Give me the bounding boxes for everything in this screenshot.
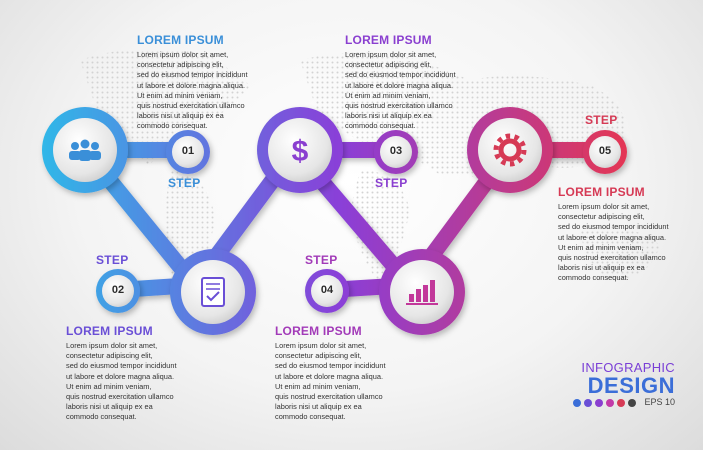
step-label-2: STEP [96, 253, 129, 267]
brand-line-eps: EPS 10 [573, 397, 675, 407]
number-node-2 [96, 269, 140, 313]
heading-1: LOREM IPSUM [137, 33, 224, 47]
color-dot [606, 398, 615, 407]
step-label-5: STEP [585, 113, 618, 127]
step-label-4: STEP [305, 253, 338, 267]
text-block-3: LOREM IPSUM Lorem ipsum dolor sit amet, … [345, 33, 535, 132]
number-node-1 [166, 130, 210, 174]
heading-3: LOREM IPSUM [345, 33, 432, 47]
color-dot [573, 398, 582, 407]
heading-4: LOREM IPSUM [275, 324, 362, 338]
brand-block: INFOGRAPHIC DESIGN EPS 10 [573, 360, 675, 407]
color-dot [595, 398, 604, 407]
step-number-4: 04 [320, 284, 334, 296]
svg-text:$: $ [292, 135, 309, 168]
text-block-2: LOREM IPSUM Lorem ipsum dolor sit amet, … [66, 324, 256, 423]
color-dot [584, 398, 593, 407]
number-node-5 [583, 130, 627, 174]
step-label-1: STEP [168, 176, 201, 190]
gear-icon [493, 133, 527, 167]
body-2: Lorem ipsum dolor sit amet, consectetur … [66, 341, 177, 422]
document-check-icon [201, 277, 225, 307]
brand-line-infographic: INFOGRAPHIC [581, 360, 675, 375]
body-5: Lorem ipsum dolor sit amet, consectetur … [558, 202, 669, 283]
number-node-4 [305, 269, 349, 313]
dollar-icon: $ [292, 135, 309, 168]
text-block-4: LOREM IPSUM Lorem ipsum dolor sit amet, … [275, 324, 465, 423]
color-dot [628, 398, 637, 407]
body-3: Lorem ipsum dolor sit amet, consectetur … [345, 50, 456, 131]
heading-5: LOREM IPSUM [558, 185, 645, 199]
heading-2: LOREM IPSUM [66, 324, 153, 338]
step-number-2: 02 [111, 284, 125, 296]
step-number-3: 03 [389, 145, 403, 157]
bar-chart-icon [406, 280, 438, 305]
body-1: Lorem ipsum dolor sit amet, consectetur … [137, 50, 248, 131]
number-node-3 [374, 130, 418, 174]
node-step-3 [257, 107, 343, 193]
people-icon [69, 139, 101, 161]
step-number-1: 01 [181, 145, 195, 157]
step-label-3: STEP [375, 176, 408, 190]
step-number-5: 05 [598, 145, 612, 157]
body-4: Lorem ipsum dolor sit amet, consectetur … [275, 341, 386, 422]
node-step-5 [467, 107, 553, 193]
node-step-4 [379, 249, 465, 335]
color-dots [573, 398, 637, 407]
brand-line-design: DESIGN [587, 373, 675, 398]
text-block-5: LOREM IPSUM Lorem ipsum dolor sit amet, … [558, 185, 698, 284]
eps-label: EPS 10 [644, 397, 675, 407]
color-dot [617, 398, 626, 407]
text-block-1: LOREM IPSUM Lorem ipsum dolor sit amet, … [137, 33, 327, 132]
